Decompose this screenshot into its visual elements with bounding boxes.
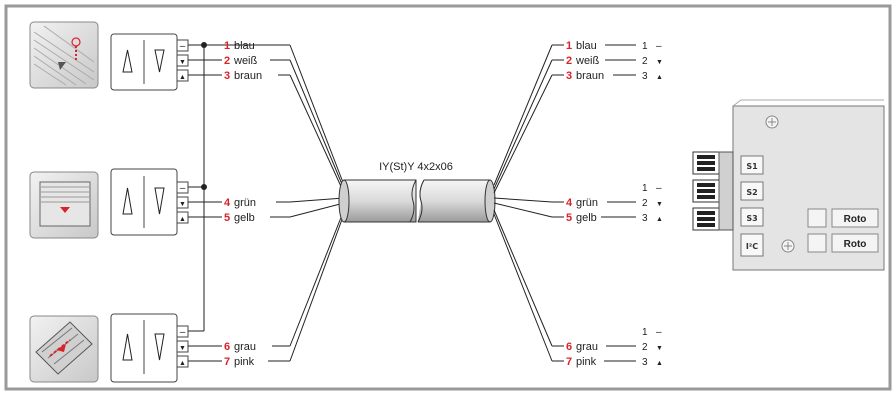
switch1-down-symbol: ▼ — [179, 59, 186, 66]
left-wire-3-number: 3 — [224, 70, 230, 82]
slot-s1-label: S1 — [746, 162, 758, 171]
terminal-mid-1-symbol: – — [656, 183, 662, 194]
right-fan-wires — [493, 44, 553, 362]
cable — [338, 179, 496, 223]
right-wire-7-name: pink — [576, 356, 597, 368]
left-wire-4-number: 4 — [224, 197, 231, 209]
switch-unit-1: – ▼ ▲ — [110, 33, 189, 91]
left-fan-wires — [289, 44, 345, 362]
plug-connectors — [692, 151, 734, 231]
terminal-mid-3: 3 — [642, 213, 648, 224]
left-wire-5-number: 5 — [224, 212, 230, 224]
terminal-bottom-3-symbol: ▲ — [656, 360, 663, 367]
device-awning-icon — [29, 315, 99, 383]
terminal-mid-3-symbol: ▲ — [656, 216, 663, 223]
right-wire-4-number: 4 — [566, 197, 573, 209]
right-wire-1-name: blau — [576, 40, 597, 52]
right-wire-7-number: 7 — [566, 356, 572, 368]
right-wire-5-name: gelb — [576, 212, 597, 224]
device-roof-window-icon — [29, 21, 99, 89]
right-wire-1-number: 1 — [566, 40, 572, 52]
left-wire-7-number: 7 — [224, 356, 230, 368]
switch-unit-2: – ▼ ▲ — [110, 168, 189, 236]
right-wire-2-name: weiß — [575, 55, 600, 67]
switch2-common-symbol: – — [180, 183, 186, 194]
switch-output-lines — [188, 59, 290, 362]
right-wire-5-number: 5 — [566, 212, 572, 224]
right-wire-3-name: braun — [576, 70, 604, 82]
terminal-top-3: 3 — [642, 71, 648, 82]
right-terminal-block-bottom: 1 – 2 ▼ 3 ▲ — [642, 327, 663, 368]
right-wire-4-name: grün — [576, 197, 598, 209]
cable-type-label: IY(St)Y 4x2x06 — [379, 161, 453, 173]
terminal-mid-1: 1 — [642, 183, 648, 194]
left-wire-5-name: gelb — [234, 212, 255, 224]
left-wire-1-name: blau — [234, 40, 255, 52]
terminal-top-3-symbol: ▲ — [656, 74, 663, 81]
left-wire-3-name: braun — [234, 70, 262, 82]
terminal-mid-2: 2 — [642, 198, 648, 209]
right-wire-6-number: 6 — [566, 341, 572, 353]
left-wire-7-name: pink — [234, 356, 255, 368]
switch1-common-symbol: – — [180, 41, 186, 52]
left-wire-6-name: grau — [234, 341, 256, 353]
switch3-down-symbol: ▼ — [179, 345, 186, 352]
terminal-top-1: 1 — [642, 41, 648, 52]
terminal-top-1-symbol: – — [656, 41, 662, 52]
switch1-up-symbol: ▲ — [179, 74, 186, 81]
terminal-bottom-2-symbol: ▼ — [656, 345, 663, 352]
terminal-bottom-1: 1 — [642, 327, 648, 338]
left-wire-6-number: 6 — [224, 341, 230, 353]
device-roller-shutter-icon — [29, 171, 99, 239]
switch2-down-symbol: ▼ — [179, 201, 186, 208]
switch2-up-symbol: ▲ — [179, 216, 186, 223]
terminal-bottom-1-symbol: – — [656, 327, 662, 338]
slot-s3-label: S3 — [746, 214, 757, 223]
left-wire-2-number: 2 — [224, 55, 230, 67]
terminal-bottom-2: 2 — [642, 342, 648, 353]
switch3-common-symbol: – — [180, 327, 186, 338]
right-wire-6-name: grau — [576, 341, 598, 353]
terminal-top-2: 2 — [642, 56, 648, 67]
junction-dot-top — [201, 42, 207, 48]
terminal-mid-2-symbol: ▼ — [656, 201, 663, 208]
right-label-lines — [552, 44, 636, 362]
outer-frame — [4, 4, 892, 391]
brand-label-2: Roto — [844, 239, 867, 250]
left-wire-2-name: weiß — [233, 55, 258, 67]
controller-unit: S1 S2 S3 I²C Roto Roto — [692, 99, 885, 271]
terminal-bottom-3: 3 — [642, 357, 648, 368]
slot-i2c-label: I²C — [746, 242, 758, 251]
junction-dot-mid — [201, 184, 207, 190]
left-wire-labels: 1 blau 2 weiß 3 braun 4 grün 5 gelb 6 gr… — [224, 40, 262, 368]
slot-s2-label: S2 — [746, 188, 757, 197]
right-wire-2-number: 2 — [566, 55, 572, 67]
terminal-top-2-symbol: ▼ — [656, 59, 663, 66]
switch3-up-symbol: ▲ — [179, 360, 186, 367]
left-wire-1-number: 1 — [224, 40, 230, 52]
switch-unit-3: – ▼ ▲ — [110, 313, 189, 383]
right-terminal-block-top: 1 – 2 ▼ 3 ▲ — [642, 41, 663, 82]
right-terminal-block-mid: 1 – 2 ▼ 3 ▲ — [642, 183, 663, 224]
brand-label-1: Roto — [844, 214, 867, 225]
right-wire-labels: 1 blau 2 weiß 3 braun 4 grün 5 gelb 6 gr… — [566, 40, 604, 368]
right-wire-3-number: 3 — [566, 70, 572, 82]
left-wire-4-name: grün — [234, 197, 256, 209]
